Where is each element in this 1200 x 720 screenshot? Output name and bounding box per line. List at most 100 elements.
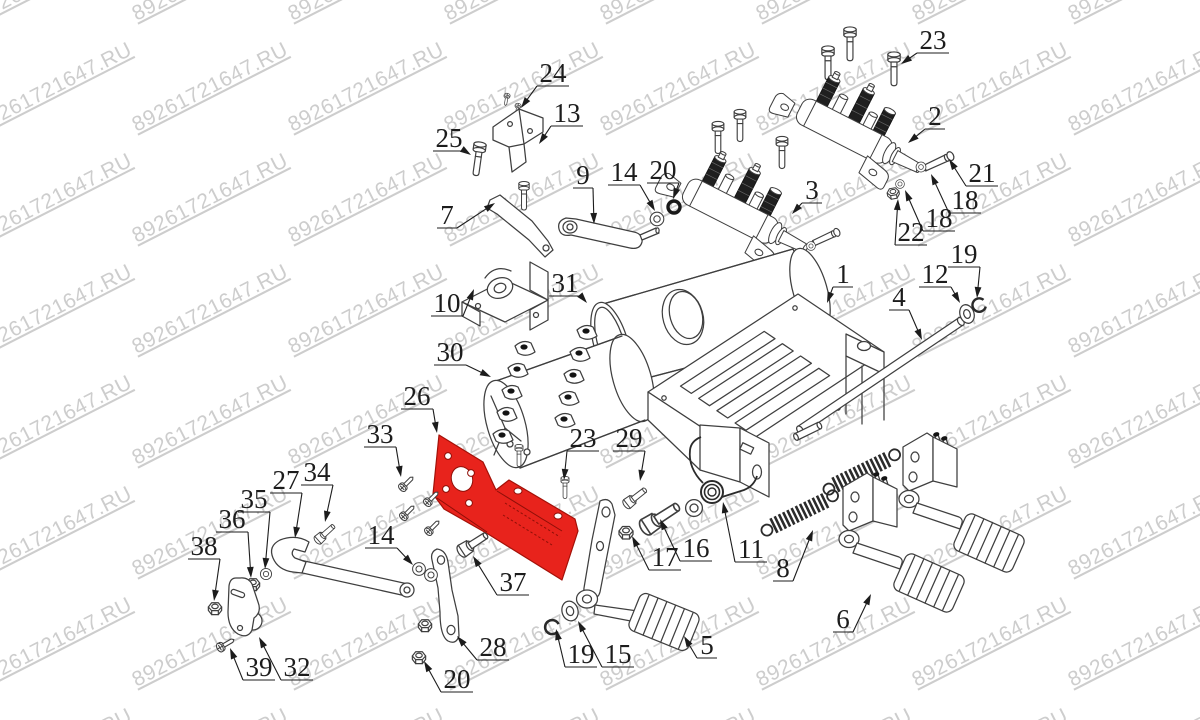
callout-leader bbox=[465, 364, 484, 374]
callout-label-31: 31 bbox=[552, 268, 579, 298]
callout-leader bbox=[214, 558, 221, 593]
callout-label-20: 20 bbox=[650, 155, 677, 185]
callout-leader bbox=[639, 184, 651, 204]
callout-leader bbox=[557, 637, 566, 668]
callout-leader bbox=[792, 538, 811, 582]
callout-leader bbox=[724, 510, 736, 563]
callout-arrowhead bbox=[246, 566, 254, 578]
callout-arrowhead bbox=[479, 369, 491, 377]
callout-label-16: 16 bbox=[683, 533, 710, 563]
part-5-pedal bbox=[575, 498, 702, 654]
part-14-washer-b2 bbox=[424, 568, 438, 582]
part-26-highlighted-plate bbox=[432, 434, 579, 581]
callout-arrowhead bbox=[673, 187, 681, 199]
callout-label-39: 39 bbox=[246, 652, 273, 682]
callout-leader bbox=[592, 187, 595, 216]
callout-leader bbox=[977, 266, 981, 290]
callout-label-2: 2 bbox=[928, 101, 942, 131]
callout-arrowhead bbox=[901, 54, 912, 64]
callout-arrowhead bbox=[632, 536, 640, 548]
callout-arrowhead bbox=[230, 648, 238, 660]
callout-label-12: 12 bbox=[922, 259, 949, 289]
callout-arrowhead bbox=[721, 502, 729, 514]
callout-leader bbox=[525, 85, 538, 102]
part-12-washer bbox=[959, 304, 975, 324]
callout-label-8: 8 bbox=[776, 553, 790, 583]
callout-leader bbox=[395, 446, 401, 469]
callout-arrowhead bbox=[324, 510, 331, 522]
callout-label-11: 11 bbox=[738, 534, 764, 564]
part-14-washer bbox=[649, 211, 665, 227]
callout-leader bbox=[908, 198, 924, 232]
callout-leader bbox=[265, 511, 271, 561]
part-7-lever bbox=[486, 181, 554, 258]
callout-leader bbox=[262, 644, 282, 681]
callout-leader bbox=[477, 563, 498, 596]
callout-arrowhead bbox=[792, 203, 802, 214]
callout-arrowhead bbox=[424, 661, 433, 673]
callout-leader bbox=[663, 526, 681, 562]
callout-label-13: 13 bbox=[554, 98, 581, 128]
part-14-washer-b1 bbox=[412, 562, 426, 576]
callout-label-33: 33 bbox=[367, 419, 394, 449]
callout-label-36: 36 bbox=[219, 504, 246, 534]
callout-leader bbox=[543, 125, 552, 137]
callout-leader bbox=[581, 628, 603, 668]
callout-arrowhead bbox=[646, 199, 655, 211]
callout-arrowhead bbox=[459, 146, 471, 155]
part-13-bracket bbox=[492, 108, 544, 173]
part-38-nut bbox=[207, 602, 223, 616]
callout-leader bbox=[456, 207, 488, 229]
part-11-torsion-spring bbox=[688, 436, 758, 504]
part-nut-mid bbox=[417, 619, 433, 633]
callout-arrowhead bbox=[863, 594, 871, 606]
callout-arrowhead bbox=[805, 530, 813, 542]
part-28-lever bbox=[430, 548, 460, 643]
callout-label-5: 5 bbox=[700, 630, 714, 660]
part-6-pedal-a bbox=[838, 470, 967, 615]
callout-arrowhead bbox=[827, 291, 835, 303]
callout-label-25: 25 bbox=[436, 123, 463, 153]
callout-label-1: 1 bbox=[836, 259, 850, 289]
callout-label-9: 9 bbox=[576, 160, 590, 190]
callout-leader bbox=[564, 450, 568, 472]
callout-arrowhead bbox=[893, 199, 901, 211]
callout-label-14: 14 bbox=[368, 520, 396, 550]
callout-leader bbox=[247, 531, 251, 570]
callout-leader bbox=[427, 668, 442, 693]
callout-arrowhead bbox=[660, 519, 668, 531]
callout-arrowhead bbox=[262, 557, 270, 569]
part-8-springs bbox=[759, 421, 903, 538]
callout-label-19: 19 bbox=[951, 239, 978, 269]
callout-label-4: 4 bbox=[892, 282, 906, 312]
callout-arrowhead bbox=[259, 637, 268, 649]
part-15-washer-b bbox=[561, 600, 579, 622]
callout-label-34: 34 bbox=[304, 457, 332, 487]
callout-arrowhead bbox=[473, 556, 482, 568]
callout-leader bbox=[953, 166, 967, 187]
callout-label-19: 19 bbox=[568, 639, 595, 669]
callout-arrowhead bbox=[466, 289, 474, 301]
callout-arrowhead bbox=[457, 636, 467, 647]
callout-label-30: 30 bbox=[437, 337, 464, 367]
callout-arrowhead bbox=[638, 469, 646, 481]
callout-arrowhead bbox=[395, 465, 403, 477]
callout-arrowhead bbox=[951, 291, 960, 303]
callout-arrowhead bbox=[931, 174, 939, 186]
part-9-link bbox=[558, 217, 660, 249]
callout-arrowhead bbox=[578, 621, 587, 633]
callout-label-7: 7 bbox=[440, 200, 454, 230]
callout-arrowhead bbox=[521, 97, 531, 108]
callout-leader bbox=[914, 128, 926, 138]
callout-label-22: 22 bbox=[898, 217, 925, 247]
callout-label-28: 28 bbox=[480, 632, 507, 662]
callout-arrowhead bbox=[293, 526, 301, 538]
callout-label-38: 38 bbox=[191, 531, 218, 561]
callout-arrowhead bbox=[212, 589, 219, 601]
part-32-bracket bbox=[227, 577, 263, 637]
callout-arrowhead bbox=[590, 212, 598, 224]
callout-leader bbox=[326, 484, 334, 514]
callout-label-10: 10 bbox=[434, 288, 461, 318]
callout-leader bbox=[894, 207, 898, 246]
